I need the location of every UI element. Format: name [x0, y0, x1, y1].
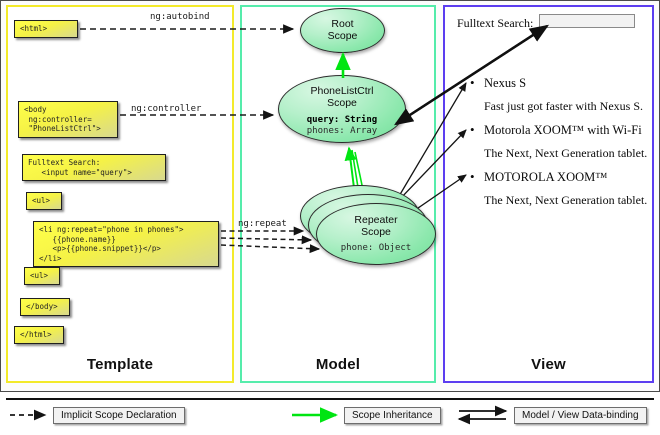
code-box-body-open: <body ng:controller= "PhoneListCtrl">	[18, 101, 118, 138]
legend-data-binding: Model / View Data-binding	[514, 407, 647, 424]
legend-implicit-scope: Implicit Scope Declaration	[53, 407, 185, 424]
label-ng-autobind: ng:autobind	[150, 12, 210, 22]
column-template-label: Template	[86, 356, 154, 373]
ctrl-scope-title-1: PhoneListCtrl	[310, 85, 374, 97]
code-box-html-open: <html>	[14, 20, 78, 38]
repeater-scope-prop-phone: phone: Object	[340, 243, 412, 253]
ellipse-repeater-scope: Repeater Scope phone: Object	[316, 203, 436, 265]
code-box-html-close: </html>	[14, 326, 64, 344]
bullet-icon: •	[470, 169, 475, 184]
ellipse-phonelistctrl-scope: PhoneListCtrl Scope query: String phones…	[278, 75, 406, 143]
legend-scope-inheritance: Scope Inheritance	[344, 407, 441, 424]
bullet-icon: •	[470, 75, 475, 90]
view-search-label: Fulltext Search:	[457, 16, 534, 30]
phone-snippet: The Next, Next Generation tablet.	[484, 146, 648, 160]
view-search-input[interactable]	[539, 14, 635, 28]
code-box-li-repeat: <li ng:repeat="phone in phones"> {{phone…	[33, 221, 219, 267]
root-scope-title-1: Root	[331, 18, 354, 30]
legend-divider	[6, 398, 654, 400]
code-box-fulltext-search: Fulltext Search: <input name="query">	[22, 154, 166, 181]
ellipse-root-scope: Root Scope	[300, 8, 385, 53]
repeater-scope-title-2: Scope	[361, 226, 391, 238]
ctrl-scope-prop-phones: phones: Array	[306, 126, 378, 136]
code-box-ul-close: <ul>	[24, 267, 60, 285]
bullet-icon: •	[470, 122, 475, 137]
ctrl-scope-prop-query: query: String	[306, 115, 378, 125]
phone-snippet: The Next, Next Generation tablet.	[484, 193, 648, 207]
phone-name: MOTOROLA XOOM™	[484, 170, 608, 184]
label-ng-repeat: ng:repeat	[238, 219, 287, 229]
list-item: • Nexus S Fast just got faster with Nexu…	[470, 75, 650, 114]
label-ng-controller: ng:controller	[131, 104, 202, 114]
phone-name: Nexus S	[484, 76, 527, 90]
column-model-label: Model	[315, 356, 361, 373]
root-scope-title-2: Scope	[327, 30, 358, 42]
view-phone-list: • Nexus S Fast just got faster with Nexu…	[470, 75, 650, 208]
list-item: • Motorola XOOM™ with Wi-Fi The Next, Ne…	[470, 122, 650, 161]
list-item: • MOTOROLA XOOM™ The Next, Next Generati…	[470, 169, 650, 208]
code-box-ul-open: <ul>	[26, 192, 62, 210]
code-box-body-close: </body>	[20, 298, 70, 316]
column-view-label: View	[531, 356, 566, 373]
ctrl-scope-title-2: Scope	[327, 97, 357, 109]
phone-snippet: Fast just got faster with Nexus S.	[484, 99, 643, 113]
repeater-scope-title-1: Repeater	[354, 214, 398, 226]
phone-name: Motorola XOOM™ with Wi-Fi	[484, 123, 642, 137]
